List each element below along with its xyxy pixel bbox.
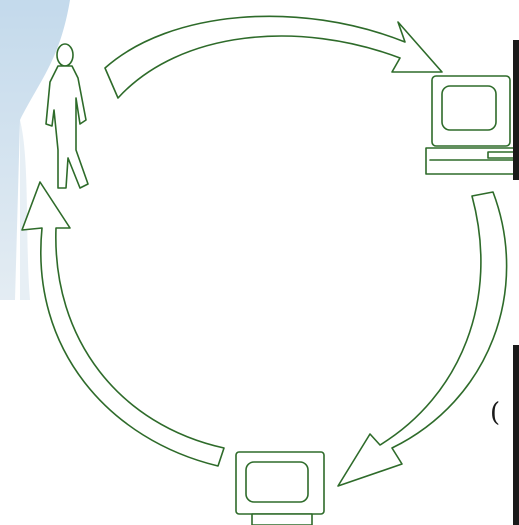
cropped-edge-bottom (513, 345, 519, 525)
arrow-computer-to-monitor (338, 192, 507, 486)
cropped-edge-top (513, 40, 519, 180)
cropped-edge-glyph: ( (490, 398, 500, 428)
arrow-person-to-computer (105, 16, 442, 98)
computer-terminal-icon (426, 76, 519, 174)
person-icon (46, 44, 88, 188)
monitor-icon (236, 452, 324, 525)
arrow-monitor-to-person (22, 182, 224, 466)
